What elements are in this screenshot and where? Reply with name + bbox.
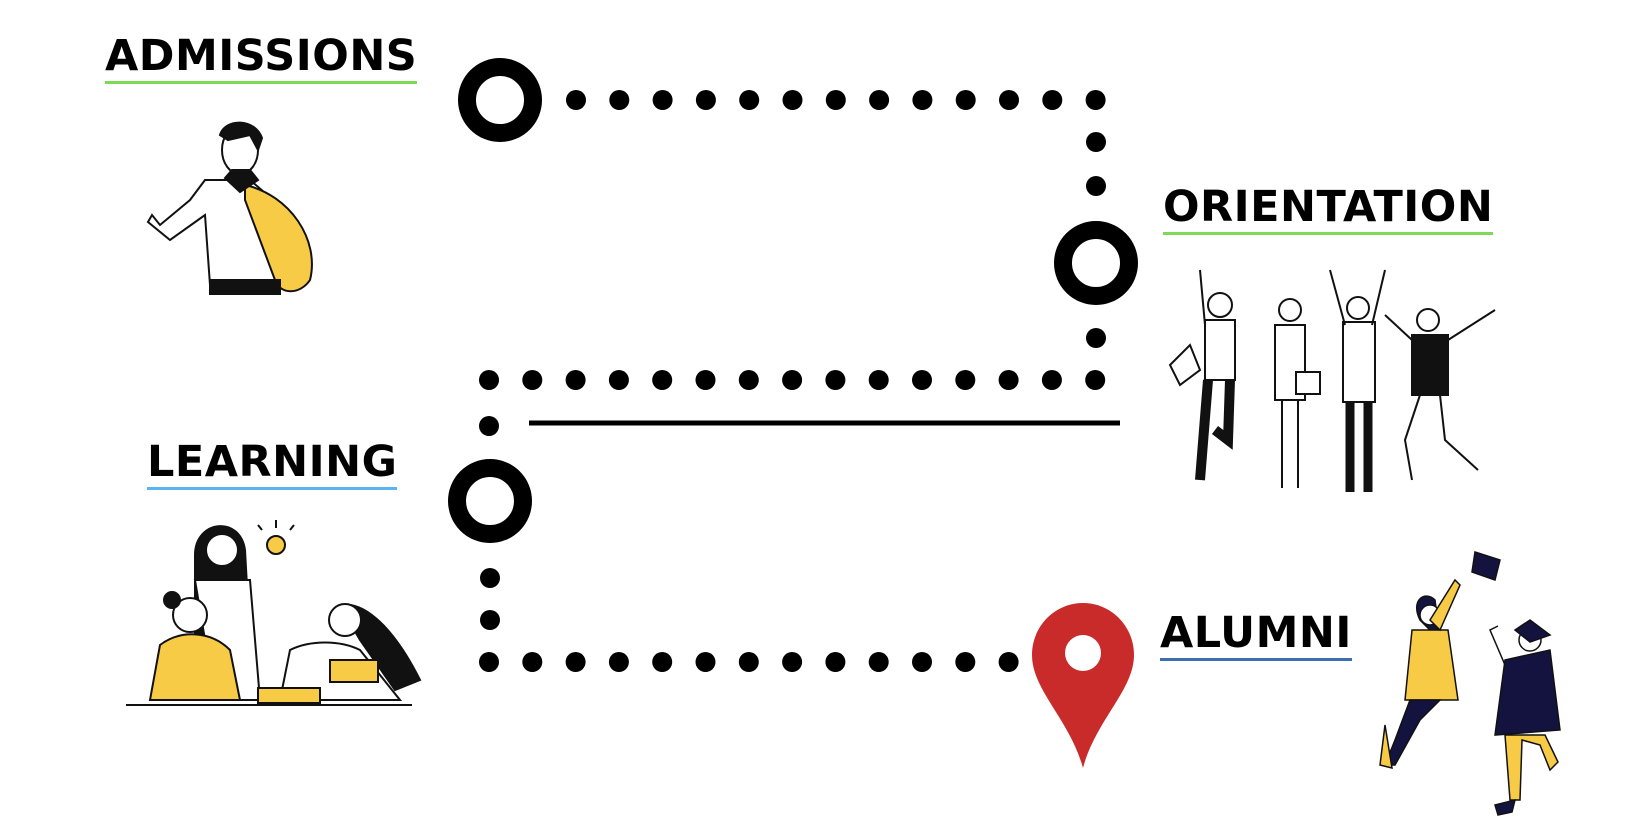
path-dot	[652, 652, 673, 672]
path-dot	[652, 370, 673, 390]
path-dot	[868, 370, 889, 390]
path-dot	[565, 370, 586, 390]
group-illustration	[1168, 269, 1496, 492]
path-dot	[479, 416, 499, 436]
path-dot	[480, 610, 500, 630]
path-dot	[1086, 132, 1106, 152]
path-dot	[912, 90, 933, 110]
path-dot	[608, 370, 629, 390]
path-dot	[695, 90, 716, 110]
path-dot	[652, 90, 673, 110]
path-dot	[955, 90, 976, 110]
path-dot	[522, 652, 543, 672]
path-dot	[998, 370, 1019, 390]
path-dot	[695, 652, 716, 672]
path-dot	[869, 90, 890, 110]
path-dot	[738, 652, 759, 672]
graduates-illustration	[1379, 551, 1561, 816]
path-dot	[739, 90, 760, 110]
stage-label-alumni: ALUMNI	[1160, 610, 1352, 661]
path-dot	[999, 90, 1019, 110]
ring-marker-icon	[458, 58, 542, 142]
path-dot	[868, 652, 889, 672]
path-dot	[912, 370, 932, 390]
path-dot	[782, 652, 803, 672]
path-dot	[955, 370, 976, 390]
location-pin-icon	[1032, 603, 1134, 768]
study-group-illustration	[126, 520, 422, 706]
path-dot	[608, 652, 629, 672]
path-dot	[1086, 176, 1106, 196]
ring-marker-icon	[1054, 221, 1138, 305]
path-dot	[565, 652, 586, 672]
stage-label-admissions: ADMISSIONS	[105, 33, 418, 84]
path-dot	[1041, 370, 1062, 390]
path-dot	[1042, 90, 1063, 110]
path-dot	[609, 90, 630, 110]
path-dot	[738, 370, 759, 390]
path-dot	[479, 652, 499, 672]
path-dot	[1085, 90, 1106, 110]
path-dot	[1086, 328, 1106, 348]
path-dot	[825, 652, 846, 672]
path-dot	[955, 652, 976, 672]
path-dot	[825, 370, 846, 390]
path-dot	[479, 370, 499, 390]
path-dot	[522, 370, 543, 390]
path-dot	[825, 90, 846, 110]
path-dot	[912, 652, 932, 672]
path-dot	[782, 90, 803, 110]
ring-marker-icon	[448, 459, 532, 543]
path-dot	[480, 568, 500, 588]
stage-label-learning: LEARNING	[147, 439, 398, 490]
path-dot	[998, 652, 1019, 672]
path-dot	[1085, 370, 1106, 390]
path-dot	[782, 370, 803, 390]
student-illustration	[146, 121, 313, 295]
dotted-path	[479, 90, 1106, 672]
path-dot	[566, 90, 586, 110]
path-dot	[695, 370, 716, 390]
stage-label-orientation: ORIENTATION	[1163, 184, 1494, 235]
